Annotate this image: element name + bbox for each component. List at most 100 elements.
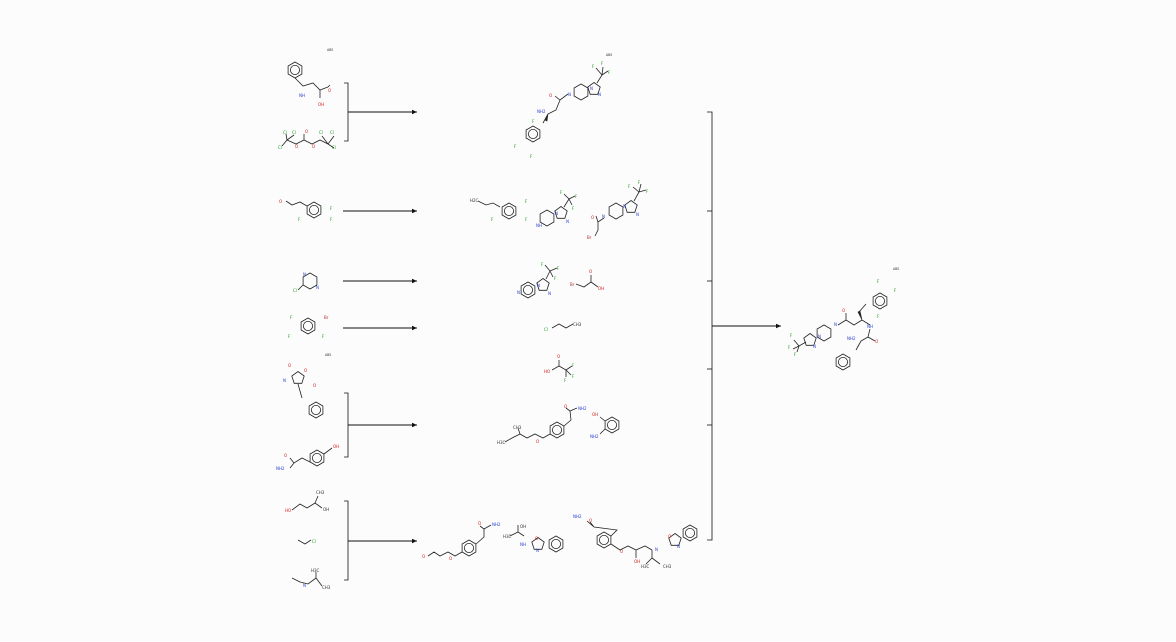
atom-f: F — [532, 119, 535, 124]
bracket-group-5 — [344, 392, 349, 458]
abs-stereo-label: ABS — [606, 53, 612, 57]
atom-oh: OH — [598, 286, 604, 291]
atom-f: F — [877, 279, 880, 284]
molecule-triazolopiperazine: F F F NH N N — [536, 190, 578, 228]
atom-br: Br — [324, 315, 329, 320]
atom-n: N — [303, 272, 306, 277]
atom-o: O — [620, 549, 623, 554]
molecule-triphosgene: Cl Cl Cl O O O Cl Cl Cl — [278, 129, 336, 150]
atom-nh2: NH2 — [847, 336, 856, 341]
atom-h3c: H3C — [311, 568, 320, 573]
atom-f: F — [564, 378, 567, 383]
atom-o: O — [284, 453, 287, 458]
molecule-benzoxazolyl-aminopropanol: H3C OH NH O N — [503, 524, 564, 553]
atom-f: F — [557, 266, 560, 271]
atom-oh: OH — [634, 559, 640, 564]
atom-nh2: NH2 — [276, 466, 285, 471]
atom-o: O — [536, 439, 539, 444]
bracket-group-6 — [344, 500, 349, 581]
atom-n: N — [566, 219, 569, 224]
atom-o: O — [875, 339, 878, 344]
atom-h3c: H3C — [497, 440, 506, 445]
atom-br: Br — [570, 282, 575, 287]
molecule-bromotrifluorobenzene: F Br F F — [288, 315, 329, 339]
atom-nh2: NH2 — [573, 514, 582, 519]
atom-f: F — [794, 352, 797, 357]
atom-nh: NH — [536, 223, 542, 228]
atom-cl: Cl — [278, 145, 282, 150]
atom-n: N — [834, 322, 837, 327]
atom-n: N — [623, 204, 626, 209]
atom-f: F — [638, 180, 641, 185]
atom-n: N — [602, 214, 605, 219]
atom-o: O — [549, 93, 552, 98]
atom-f: F — [560, 190, 563, 195]
atom-o: O — [328, 88, 331, 93]
atom-o: O — [589, 518, 592, 523]
atom-nh2: NH2 — [537, 109, 546, 114]
atom-n: N — [818, 334, 821, 339]
molecule-formylmethoxyphenylacetamide: O NH2 O O — [422, 521, 501, 561]
atom-f: F — [572, 206, 575, 211]
atom-n: N — [537, 283, 540, 288]
molecule-triazolopyrazine: F F F N N N — [517, 262, 560, 299]
atom-ch3: CH3 — [513, 425, 522, 430]
atom-n: N — [536, 548, 539, 553]
atom-f: F — [541, 262, 544, 267]
atom-o: O — [304, 368, 307, 373]
atom-cl: Cl — [293, 288, 297, 293]
molecule-trifluoroacetic-acid: O HO F F F — [544, 354, 575, 383]
atom-f: F — [788, 345, 791, 350]
atom-f: F — [628, 184, 631, 189]
molecule-bromoacetic-acid: Br O OH — [570, 269, 604, 291]
molecule-allyl-chloride: Cl CH3 — [544, 322, 582, 332]
atom-o: O — [842, 308, 845, 313]
atom-cl: Cl — [283, 130, 287, 135]
atom-n: N — [598, 92, 601, 97]
atom-h2c: H2C — [470, 198, 479, 203]
atom-o: O — [279, 199, 282, 204]
atom-oh: OH — [333, 444, 339, 449]
atom-o: O — [288, 363, 291, 368]
molecule-chloroethane: Cl — [297, 539, 316, 545]
atom-cl: Cl — [319, 130, 323, 135]
molecule-coupled-benzoxazole-product: O NH2 O OH N H3C CH3 O N — [573, 514, 698, 569]
atom-cl: Cl — [330, 130, 334, 135]
atom-cl: Cl — [332, 145, 336, 150]
atom-o: O — [449, 556, 452, 561]
atom-f: F — [330, 206, 333, 211]
molecule-hydroxyphenylacetamide: OH O NH2 — [276, 444, 339, 471]
atom-nh: NH — [520, 542, 526, 547]
atom-o: O — [422, 554, 425, 559]
atom-f: F — [608, 70, 611, 75]
atom-h3c: H3C — [503, 534, 512, 539]
molecule-phenylalanine-nca: ABS O O O N — [283, 353, 331, 419]
atom-n: N — [568, 92, 571, 97]
atom-f: F — [491, 217, 494, 222]
atom-ch3: CH3 — [322, 585, 331, 590]
atom-o: O — [295, 144, 298, 149]
atom-f: F — [601, 61, 604, 66]
atom-br: Br — [587, 235, 592, 240]
atom-f: F — [330, 217, 333, 222]
atom-f: F — [575, 194, 578, 199]
atom-f: F — [894, 288, 897, 293]
atom-f: F — [288, 334, 291, 339]
atom-o: O — [564, 404, 567, 409]
bracket-group-1 — [344, 82, 349, 142]
molecule-methylbutenol: HO CH3 OH — [285, 490, 329, 513]
atom-n: N — [636, 212, 639, 217]
atom-f: F — [530, 154, 533, 159]
atom-cl: Cl — [292, 130, 296, 135]
atom-f: F — [290, 315, 293, 320]
atom-o: O — [478, 521, 481, 526]
molecule-trifluorophenylpropene: H2C F F F — [470, 198, 528, 222]
atom-f: F — [554, 276, 557, 281]
atom-n: N — [303, 583, 306, 588]
bracket-intermediates — [707, 111, 713, 541]
atom-o: O — [591, 215, 594, 220]
atom-o: O — [557, 354, 560, 359]
molecule-chloropyrazine: Cl N N — [293, 272, 319, 293]
atom-o: O — [668, 534, 671, 539]
